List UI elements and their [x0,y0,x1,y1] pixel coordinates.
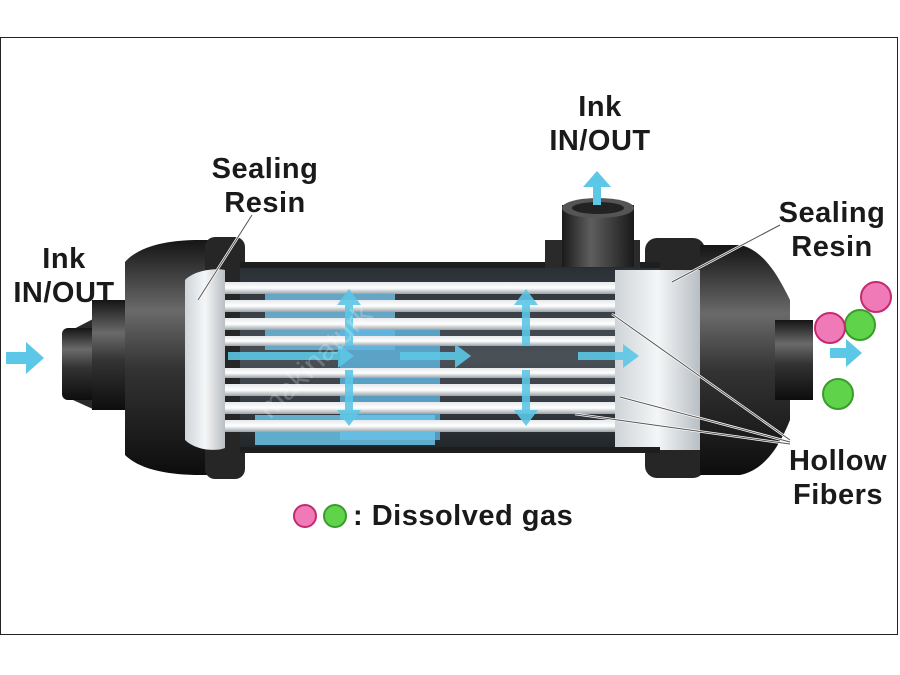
hollow-fibers-label: Hollow Fibers [776,444,900,512]
legend-text: : Dissolved gas [353,499,574,532]
top-port [545,198,640,268]
sealing-resin-right-label: Sealing Resin [766,196,898,264]
ink-top-port-label: Ink IN/OUT [535,90,665,158]
right-arrow-icon [578,344,639,368]
up-arrow-icon [583,171,611,205]
down-arrow-icon [337,370,361,426]
up-arrow-icon [514,289,538,345]
label-line: Resin [791,231,873,263]
label-line: IN/OUT [549,125,651,157]
right-arrow-icon [228,344,354,368]
legend: : Dissolved gas [293,499,573,533]
gas-bubble-pink [860,281,892,313]
label-line: Hollow [788,445,888,477]
sealing-resin-left [185,269,225,450]
ink-inlet-label: Ink IN/OUT [4,242,124,310]
label-line: Ink [578,91,622,123]
label-line: Sealing [211,153,319,185]
inlet-arrow-icon [6,342,44,374]
label-line: Ink [42,243,86,275]
hollow-fiber-bundle [195,282,625,432]
gas-bubble-green [844,309,876,341]
label-line: Sealing [778,197,886,229]
outlet-arrow-icon [830,339,862,367]
up-arrow-icon [337,289,361,345]
label-line: Resin [224,187,306,219]
label-line: Fibers [792,479,884,511]
sealing-resin-left-label: Sealing Resin [195,152,335,220]
left-nozzle [62,300,132,410]
gas-bubbles [814,281,892,410]
right-arrow-icon [400,344,471,368]
gas-bubble-pink [814,312,846,344]
legend-pink-dot-icon [293,504,317,528]
flow-arrows [6,171,862,426]
legend-green-dot-icon [323,504,347,528]
down-arrow-icon [514,370,538,426]
gas-bubble-green [822,378,854,410]
label-line: IN/OUT [13,277,115,309]
